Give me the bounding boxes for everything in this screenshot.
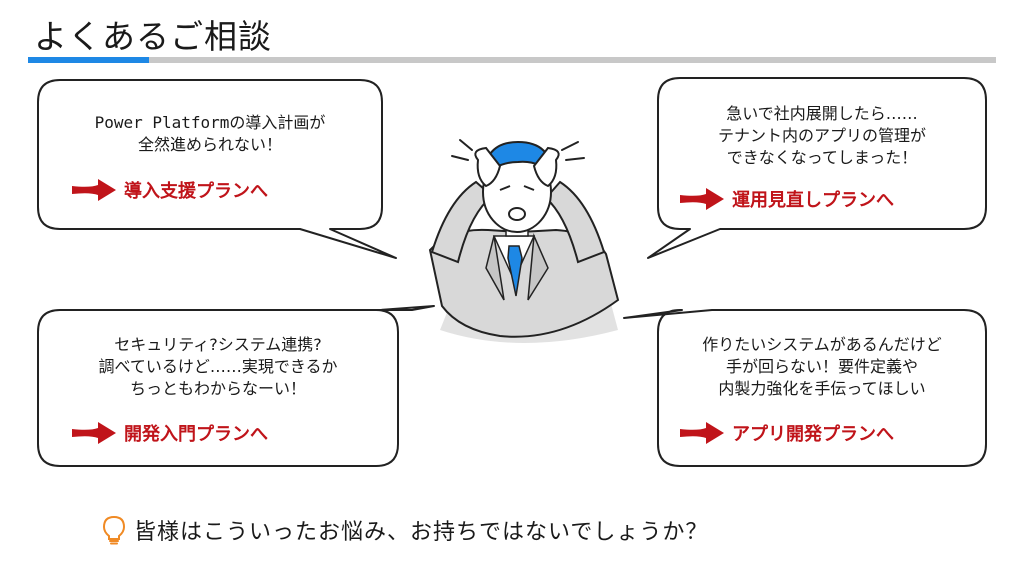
title-underline — [28, 57, 996, 63]
consultation-3-line-1: セキュリティ?システム連携? — [114, 335, 322, 354]
red-arrow-icon — [72, 422, 116, 444]
plan-link-development-intro[interactable]: 開発入門プランへ — [72, 420, 268, 446]
plan-link-label: アプリ開発プランへ — [732, 424, 894, 445]
slide-title: よくあるご相談 — [34, 17, 272, 56]
speech-bubble-bottom-right — [623, 309, 987, 467]
lightbulb-icon — [102, 515, 126, 545]
consultation-3-line-3: ちっともわからなーい！ — [129, 379, 306, 398]
footer-text: 皆様はこういったお悩み、お持ちではないでしょうか？ — [134, 520, 709, 545]
plan-link-label: 導入支援プランへ — [124, 181, 268, 202]
speech-bubble-top-right — [647, 77, 987, 259]
footer-message: 皆様はこういったお悩み、お持ちではないでしょうか？ — [102, 514, 708, 546]
consultation-1-line-1: Power Platformの導入計画が — [94, 113, 326, 132]
plan-link-introduction-support[interactable]: 導入支援プランへ — [72, 177, 268, 203]
consultation-2-line-1: 急いで社内展開したら…… — [726, 104, 918, 123]
red-arrow-icon — [680, 188, 724, 210]
consultation-message-3: セキュリティ?システム連携? 調べているけど……実現できるか ちっともわからなー… — [60, 334, 376, 400]
consultation-2-line-3: できなくなってしまった！ — [726, 148, 918, 167]
consultation-message-2: 急いで社内展開したら…… テナント内のアプリの管理が できなくなってしまった！ — [680, 103, 964, 169]
worried-businessman-illustration — [428, 139, 620, 343]
plan-link-label: 運用見直しプランへ — [732, 190, 894, 211]
consultation-2-line-2: テナント内のアプリの管理が — [717, 126, 926, 145]
consultation-4-line-1: 作りたいシステムがあるんだけど — [702, 335, 942, 354]
plan-link-operation-review[interactable]: 運用見直しプランへ — [680, 186, 894, 212]
consultation-1-line-2: 全然進められない！ — [137, 135, 282, 154]
red-arrow-icon — [680, 422, 724, 444]
speech-bubble-top-left — [37, 79, 397, 259]
consultation-message-4: 作りたいシステムがあるんだけど 手が回らない！要件定義や 内製力強化を手伝ってほ… — [680, 334, 964, 400]
speech-bubble-bottom-left — [37, 305, 435, 467]
red-arrow-icon — [72, 179, 116, 201]
plan-link-label: 開発入門プランへ — [124, 424, 268, 445]
consultation-3-line-2: 調べているけど……実現できるか — [98, 357, 338, 376]
plan-link-app-development[interactable]: アプリ開発プランへ — [680, 420, 894, 446]
consultation-message-1: Power Platformの導入計画が 全然進められない！ — [60, 112, 360, 156]
consultation-4-line-3: 内製力強化を手伝ってほしい — [718, 379, 926, 398]
title-underline-accent — [28, 57, 149, 63]
consultation-4-line-2: 手が回らない！要件定義や — [725, 357, 918, 376]
